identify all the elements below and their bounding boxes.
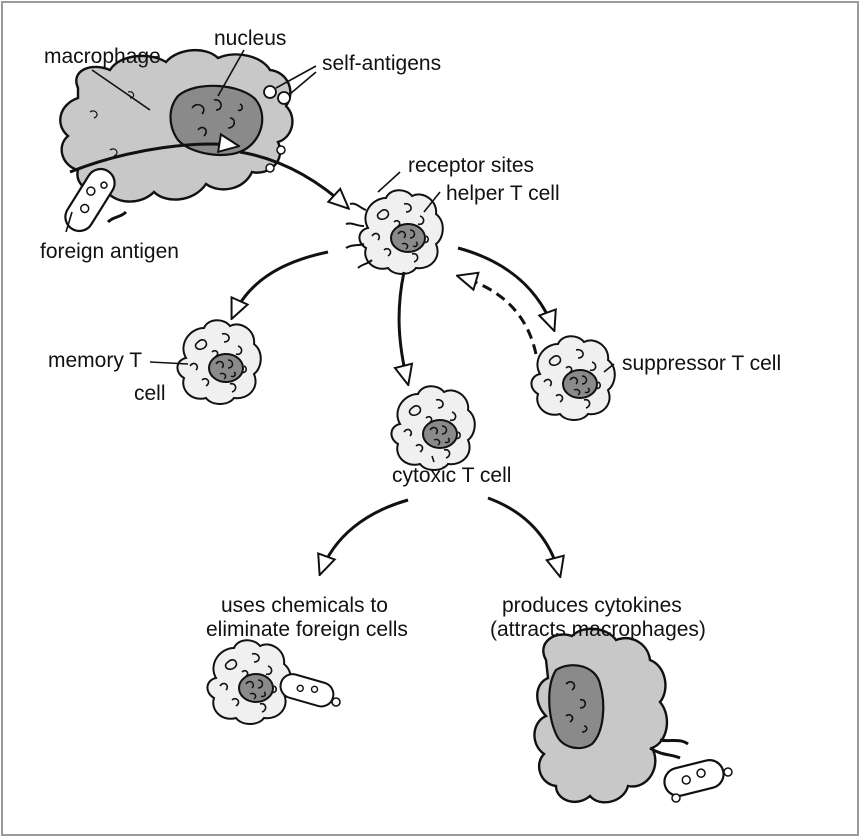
label-foreign-antigen: foreign antigen [40, 240, 179, 263]
label-receptor-sites: receptor sites [408, 154, 534, 177]
label-memory-t-cell-line2: cell [134, 382, 166, 405]
arrow-to-uses-chemicals [320, 500, 408, 574]
label-produces-cytokines-line1: produces cytokines [502, 594, 682, 617]
foreign-antigen-engulfed-shape [662, 757, 727, 799]
macrophage-top-illustration [60, 50, 292, 236]
t-cell-attacking-shape [207, 640, 290, 724]
macrophage-bottom-illustration [534, 629, 732, 803]
arrow-suppressor-feedback [458, 276, 536, 354]
arrow-to-memory-t-cell [232, 252, 328, 318]
foreign-antigen-shape [60, 164, 120, 237]
arrow-to-cytoxic-t-cell [399, 272, 408, 384]
arrow-to-suppressor-t-cell [458, 248, 554, 330]
label-uses-chemicals-line1: uses chemicals to [221, 594, 388, 617]
label-cytoxic-t-cell: cytoxic T cell [392, 464, 511, 487]
label-nucleus: nucleus [214, 27, 286, 50]
label-memory-t-cell-line1: memory T [48, 349, 142, 372]
helper-t-cell-shape [346, 190, 443, 274]
label-self-antigens: self-antigens [322, 52, 441, 75]
label-macrophage: macrophage [44, 45, 161, 68]
suppressor-t-cell-shape [531, 336, 614, 420]
label-suppressor-t-cell: suppressor T cell [622, 352, 781, 375]
self-antigen-shape [264, 86, 276, 98]
self-antigen-shape [278, 92, 290, 104]
memory-t-cell-shape [177, 320, 260, 404]
label-helper-t-cell: helper T cell [446, 182, 560, 205]
arrow-to-produces-cytokines [488, 498, 560, 576]
label-uses-chemicals-line2: eliminate foreign cells [206, 618, 408, 641]
label-produces-cytokines-line2: (attracts macrophages) [490, 618, 706, 641]
